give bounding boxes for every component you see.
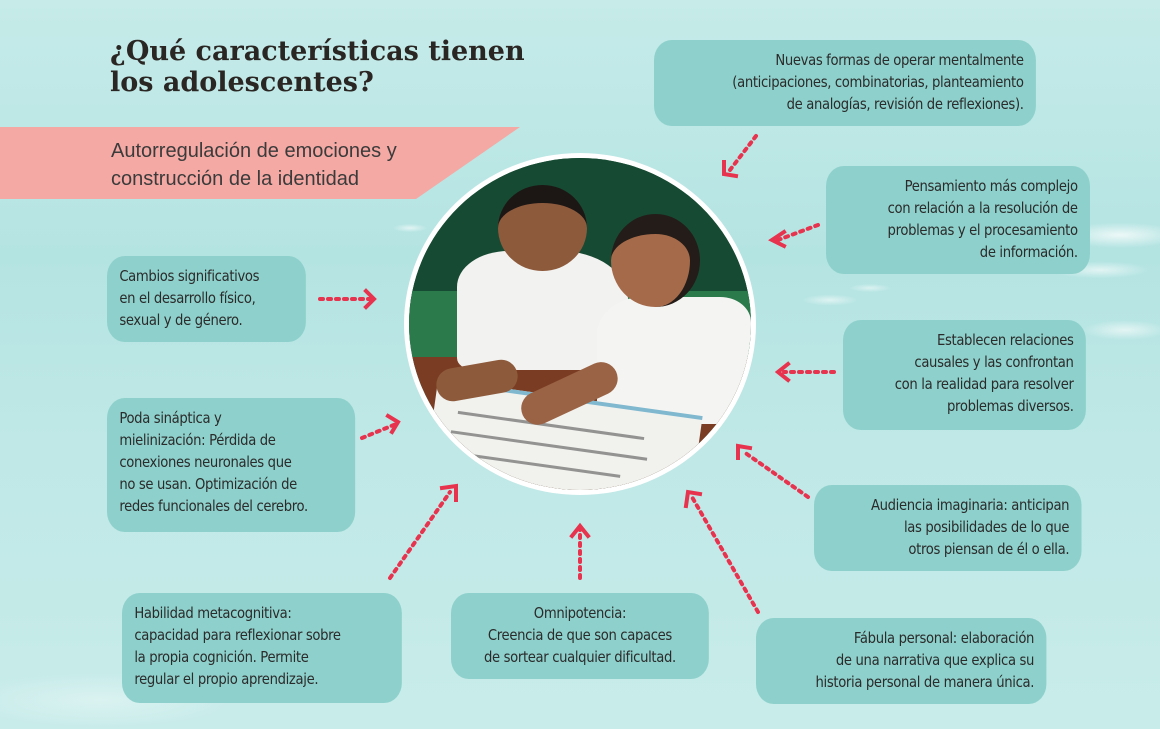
- box-text-line: causales y las confrontan: [914, 353, 1074, 371]
- box-text-line: capacidad para reflexionar sobre: [134, 626, 341, 644]
- box-text-line: no se usan. Optimización de: [119, 475, 297, 493]
- box-text-line: las posibilidades de lo que: [903, 518, 1070, 536]
- box-text-line: redes funcionales del cerebro.: [119, 497, 308, 515]
- box-cambios-significativos: Cambios significativos en el desarrollo f…: [107, 256, 306, 342]
- box-nuevas-formas: Nuevas formas de operar mentalmente (anti…: [654, 40, 1036, 126]
- box-audiencia-imaginaria: Audiencia imaginaria: anticipan las posib…: [814, 485, 1082, 571]
- box-text-line: Pensamiento más complejo: [904, 177, 1078, 195]
- box-text-line: problemas diversos.: [947, 397, 1074, 415]
- page-title: ¿Qué características tienen los adolesce…: [110, 36, 525, 98]
- box-text-line: con la realidad para resolver: [894, 375, 1074, 393]
- box-text-line: en el desarrollo físico,: [119, 289, 256, 307]
- box-text-line: (anticipaciones, combinatorias, planteam…: [732, 73, 1024, 91]
- box-text-line: mielinización: Pérdida de: [119, 431, 276, 449]
- box-text-line: Nuevas formas de operar mentalmente: [775, 51, 1024, 69]
- box-text-line: con relación a la resolución de: [887, 199, 1078, 217]
- title-line-1: ¿Qué características tienen: [110, 36, 525, 67]
- box-text-line: otros piensan de él o ella.: [908, 540, 1070, 558]
- box-text-line: Poda sináptica y: [119, 409, 222, 427]
- title-line-2: los adolescentes?: [110, 67, 374, 98]
- box-text-line: Creencia de que son capaces: [487, 626, 672, 644]
- box-fabula-personal: Fábula personal: elaboración de una narra…: [756, 618, 1047, 704]
- subtitle-line-1: Autorregulación de emociones y: [111, 140, 397, 162]
- box-habilidad-metacognitiva: Habilidad metacognitiva: capacidad para r…: [122, 593, 402, 703]
- subtitle-text: Autorregulación de emociones y construcc…: [111, 137, 397, 193]
- box-relaciones-causales: Establecen relaciones causales y las conf…: [843, 320, 1086, 430]
- box-text-line: de analogías, revisión de reflexiones).: [786, 95, 1024, 113]
- box-omnipotencia: Omnipotencia: Creencia de que son capaces…: [451, 593, 709, 679]
- box-text-line: Establecen relaciones: [936, 331, 1074, 349]
- box-text-line: Cambios significativos: [119, 267, 260, 285]
- box-text-line: Omnipotencia:: [533, 604, 627, 622]
- box-poda-sinaptica: Poda sináptica y mielinización: Pérdida d…: [107, 398, 356, 532]
- box-text-line: problemas y el procesamiento: [887, 221, 1078, 239]
- box-text-line: Fábula personal: elaboración: [853, 629, 1035, 647]
- box-text-line: conexiones neuronales que: [119, 453, 292, 471]
- box-pensamiento-complejo: Pensamiento más complejo con relación a l…: [826, 166, 1090, 274]
- box-text-line: Audiencia imaginaria: anticipan: [870, 496, 1070, 514]
- subtitle-line-2: construcción de la identidad: [111, 168, 359, 190]
- box-text-line: regular el propio aprendizaje.: [134, 670, 319, 688]
- box-text-line: de una narrativa que explica su: [835, 651, 1035, 669]
- students-photo: [404, 153, 756, 495]
- box-text-line: historia personal de manera única.: [815, 673, 1035, 691]
- box-text-line: Habilidad metacognitiva:: [134, 604, 292, 622]
- box-text-line: sexual y de género.: [119, 311, 243, 329]
- box-text-line: la propia cognición. Permite: [134, 648, 309, 666]
- box-text-line: de información.: [979, 243, 1078, 261]
- box-text-line: de sortear cualquier dificultad.: [483, 648, 676, 666]
